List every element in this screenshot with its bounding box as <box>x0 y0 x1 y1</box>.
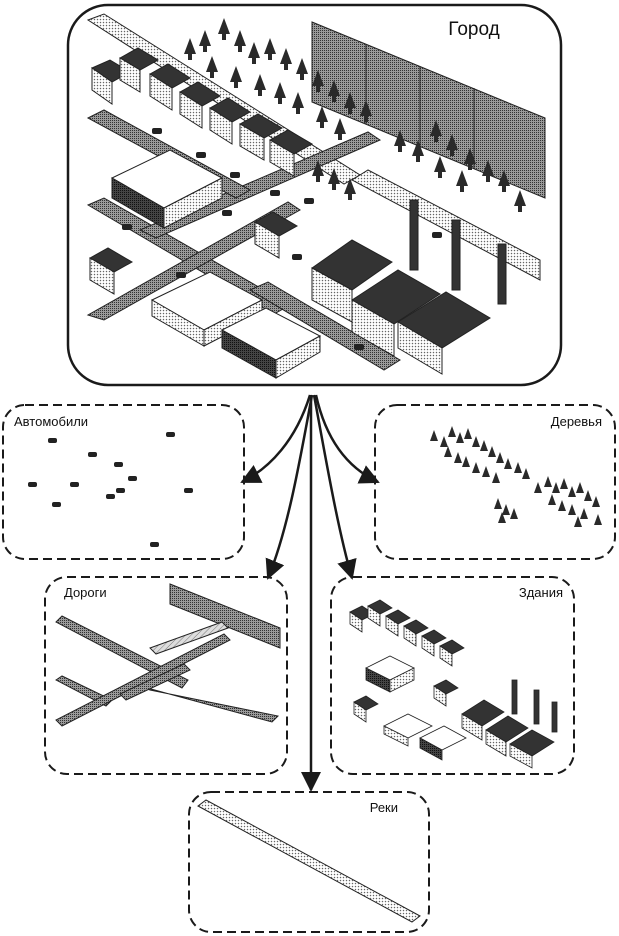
layer-label-trees: Деревья <box>551 414 602 429</box>
city-factories <box>311 199 507 375</box>
city-illustration <box>86 13 546 379</box>
layer-label-buildings: Здания <box>519 585 563 600</box>
root-node-label: Город <box>448 19 499 40</box>
arrow-to-trees <box>314 394 380 484</box>
layer-node-buildings: Здания <box>330 576 575 775</box>
cars-layer-content <box>28 432 193 547</box>
layer-frame-roads <box>44 576 288 775</box>
arrow-to-cars <box>240 394 312 484</box>
layer-node-rivers: Реки <box>188 791 430 933</box>
layer-label-rivers: Реки <box>370 800 398 815</box>
arrow-to-roads <box>265 394 314 580</box>
city-warehouse <box>110 149 224 229</box>
city-houses <box>88 47 314 295</box>
buildings-layer-content <box>349 599 558 769</box>
layer-node-roads: Дороги <box>44 576 288 775</box>
city-wall <box>311 21 546 199</box>
layer-frame-rivers <box>188 791 430 933</box>
roads-layer-content <box>55 583 281 727</box>
arrow-to-buildings <box>312 394 357 580</box>
city-cars <box>122 128 442 350</box>
decomposition-arrows <box>240 394 380 792</box>
layer-frame-trees <box>374 404 616 560</box>
layer-frame-buildings <box>330 576 575 775</box>
layer-label-roads: Дороги <box>64 585 107 600</box>
layer-label-cars: Автомобили <box>14 414 88 429</box>
city-river-lower <box>351 169 541 281</box>
layer-node-cars: Автомобили <box>2 404 245 560</box>
city-trees <box>184 18 526 212</box>
rivers-layer-content <box>197 799 421 923</box>
trees-layer-content <box>430 426 602 527</box>
root-node-city: Город <box>66 3 563 387</box>
city-blocks <box>150 271 322 379</box>
layer-node-trees: Деревья <box>374 404 616 560</box>
layer-frame-cars <box>2 404 245 560</box>
